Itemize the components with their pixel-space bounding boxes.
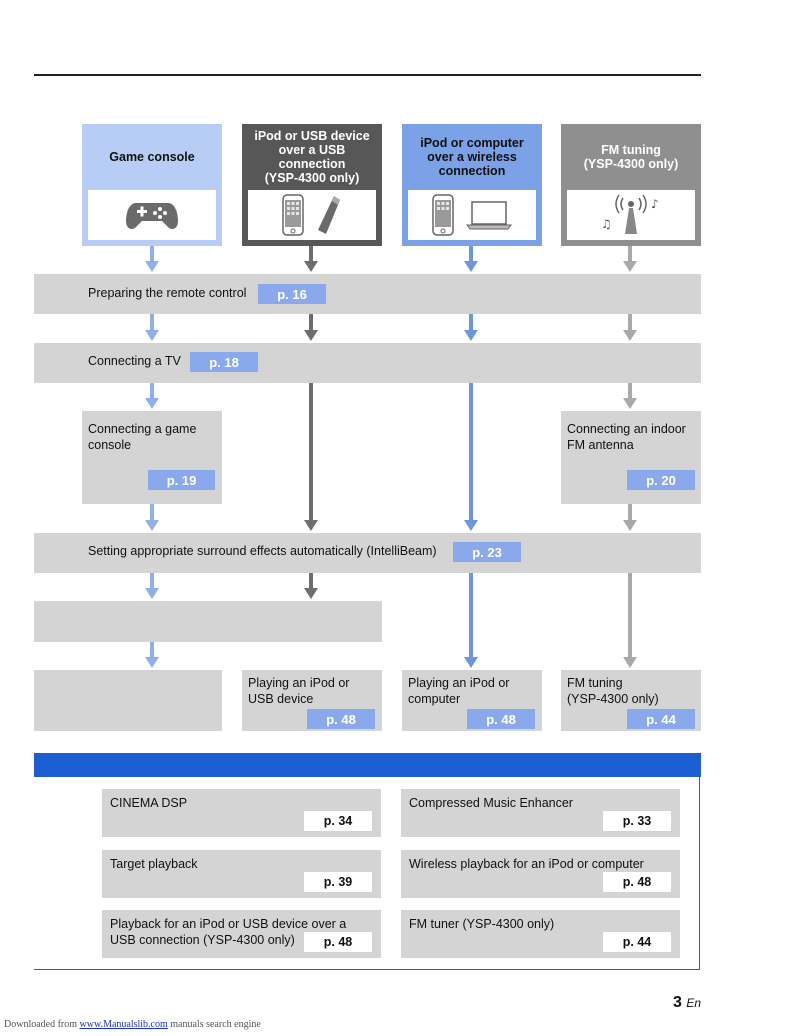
flow-arrow-head (464, 657, 478, 668)
page-ref-48-wireless[interactable]: p. 48 (467, 709, 535, 729)
flow-arrow-head (145, 520, 159, 531)
ipod-icon (432, 194, 454, 236)
reference-frame (34, 777, 700, 970)
step-tv-label: Connecting a TV (88, 354, 181, 368)
svg-text:♪: ♪ (651, 197, 659, 211)
page-language: En (686, 996, 701, 1010)
menu-page-ref[interactable]: p. 39 (304, 872, 372, 892)
menu-label: Wireless playback for an iPod or compute… (409, 857, 644, 871)
usb-stick-icon (318, 196, 340, 234)
source-fm-tuning: FM tuning (YSP-4300 only) ♫ ♪ (561, 124, 701, 246)
header-rule (34, 74, 701, 76)
flow-arrow-head (145, 261, 159, 272)
menu-usb-playback[interactable]: Playback for an iPod or USB device over … (102, 910, 381, 958)
step-intellibeam-band (34, 533, 701, 573)
footer-suffix: manuals search engine (167, 1019, 261, 1030)
source-title: FM tuning (YSP-4300 only) (583, 143, 679, 171)
result-blank-box (34, 670, 222, 731)
page-number-value: 3 (672, 994, 682, 1011)
flow-arrow-head (145, 398, 159, 409)
flow-arrow-head (304, 520, 318, 531)
menu-page-ref[interactable]: p. 48 (603, 872, 671, 892)
menu-page-ref[interactable]: p. 34 (304, 811, 372, 831)
page-ref-16[interactable]: p. 16 (258, 284, 326, 304)
flow-arrow-head (304, 261, 318, 272)
flow-arrow-head (623, 261, 637, 272)
source-title: iPod or computer over a wireless connect… (420, 136, 524, 178)
result-ipod-usb-box: Playing an iPod or USB device (242, 670, 382, 731)
menu-page-ref[interactable]: p. 33 (603, 811, 671, 831)
step-game-console-label: Connecting a game console (88, 422, 197, 452)
result-fm-label: FM tuning (YSP-4300 only) (567, 676, 659, 706)
step-antenna-box: Connecting an indoor FM antenna (561, 411, 701, 504)
ipod-icon (282, 194, 304, 236)
menu-compressed-music-enhancer[interactable]: Compressed Music Enhancer p. 33 (401, 789, 680, 837)
menu-label: CINEMA DSP (110, 796, 188, 810)
page-ref-19[interactable]: p. 19 (148, 470, 215, 490)
step-remote-band (34, 274, 701, 314)
source-ipod-usb: iPod or USB device over a USB connection… (242, 124, 382, 246)
flow-arrow-head (464, 261, 478, 272)
menu-target-playback[interactable]: Target playback p. 39 (102, 850, 381, 898)
page-ref-20[interactable]: p. 20 (627, 470, 695, 490)
flow-arrow-head (145, 330, 159, 341)
flow-arrow-head (304, 588, 318, 599)
step-tv-band (34, 343, 701, 383)
result-ipod-usb-label: Playing an iPod or USB device (248, 676, 350, 706)
footer-prefix: Downloaded from (4, 1019, 80, 1030)
flow-arrow-head (464, 330, 478, 341)
reference-header-bar (34, 753, 701, 777)
flow-arrow-head (464, 520, 478, 531)
gamepad-icon (126, 203, 178, 229)
source-game-console: Game console (82, 124, 222, 246)
page-ref-44-fm[interactable]: p. 44 (627, 709, 695, 729)
flow-arrow-head (145, 657, 159, 668)
step-game-console-box: Connecting a game console (82, 411, 222, 504)
result-ipod-computer-label: Playing an iPod or computer (408, 676, 510, 706)
source-title: Game console (109, 150, 195, 164)
page-ref-23[interactable]: p. 23 (453, 542, 521, 562)
menu-label: Playback for an iPod or USB device over … (110, 917, 347, 947)
step-antenna-label: Connecting an indoor FM antenna (567, 422, 686, 452)
step-intellibeam-label: Setting appropriate surround effects aut… (88, 544, 437, 558)
menu-page-ref[interactable]: p. 48 (304, 932, 372, 952)
flow-arrows (145, 246, 637, 668)
source-ipod-computer: iPod or computer over a wireless connect… (402, 124, 542, 246)
menu-page-ref[interactable]: p. 44 (603, 932, 671, 952)
laptop-icon (466, 201, 512, 230)
flow-arrow-head (623, 398, 637, 409)
page-ref-48-usb[interactable]: p. 48 (307, 709, 375, 729)
source-icon-box: ♫ ♪ (567, 190, 695, 240)
source-title: iPod or USB device over a USB connection… (254, 129, 370, 185)
menu-label: Target playback (110, 857, 198, 871)
step-remote-label: Preparing the remote control (88, 286, 247, 300)
footer-link[interactable]: www.Manualslib.com (79, 1019, 168, 1030)
menu-label: FM tuner (YSP-4300 only) (409, 917, 555, 931)
flow-arrow-head (304, 330, 318, 341)
svg-text:♫: ♫ (601, 217, 612, 231)
menu-label: Compressed Music Enhancer (409, 796, 573, 810)
source-icon-box (408, 190, 536, 240)
blank-step-band (34, 601, 382, 642)
menu-wireless-playback[interactable]: Wireless playback for an iPod or compute… (401, 850, 680, 898)
flow-arrow-head (145, 588, 159, 599)
page-ref-18[interactable]: p. 18 (190, 352, 258, 372)
menu-cinema-dsp[interactable]: CINEMA DSP p. 34 (102, 789, 381, 837)
antenna-music-icon: ♫ ♪ (601, 194, 659, 234)
source-icon-box (248, 190, 376, 240)
flow-arrow-head (623, 520, 637, 531)
flow-arrow-head (623, 330, 637, 341)
page-number: 3 En (673, 994, 701, 1012)
flow-arrow-head (623, 657, 637, 668)
download-footer: Downloaded from www.Manualslib.com manua… (4, 1019, 261, 1030)
menu-fm-tuner[interactable]: FM tuner (YSP-4300 only) p. 44 (401, 910, 680, 958)
source-icon-box (88, 190, 216, 240)
